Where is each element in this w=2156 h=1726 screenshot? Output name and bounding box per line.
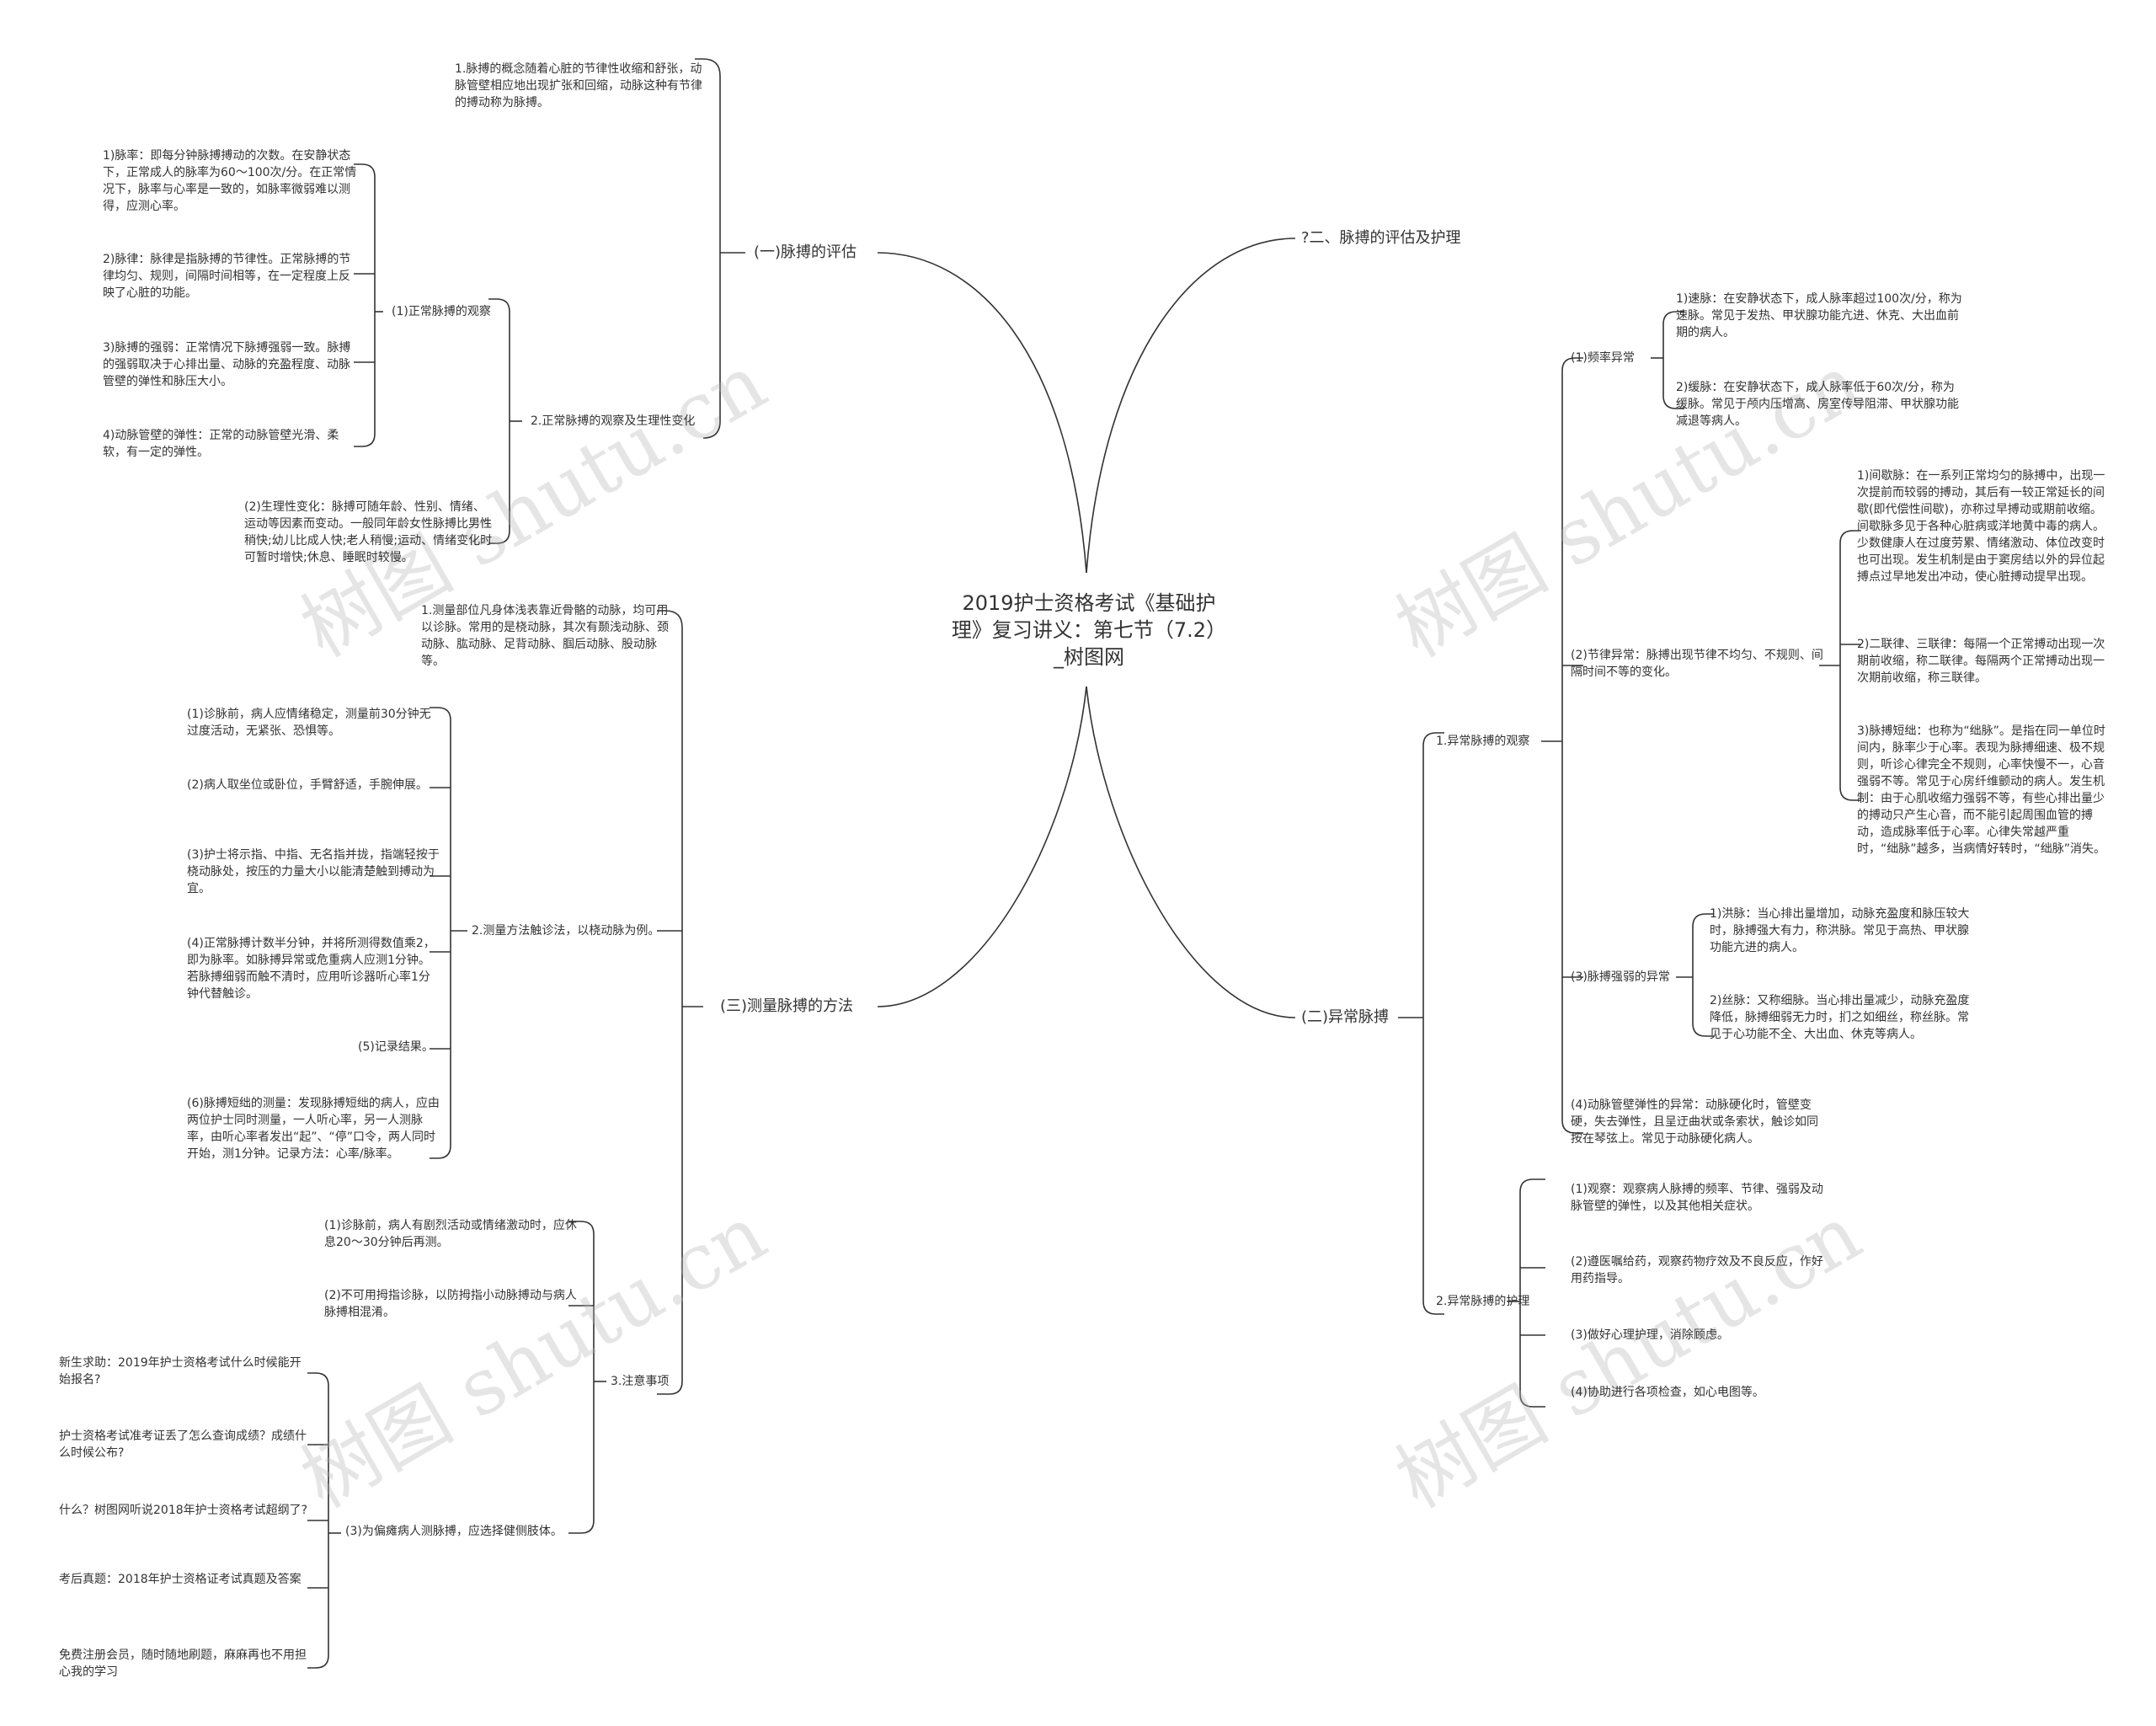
method-step-2[interactable]: (2)病人取坐位或卧位，手臂舒适，手腕伸展。	[187, 778, 428, 792]
topic-abnormal-pulse[interactable]: (二)异常脉搏	[1301, 1008, 1390, 1026]
normal-pulse-observation[interactable]: (1)正常脉搏的观察	[392, 305, 491, 318]
bigeminy-trigeminy[interactable]: 2)二联律、三联律：每隔一个正常搏动出现一次期前收缩，称二联律。每隔两个正常搏动…	[1857, 638, 2105, 685]
pulse-rate[interactable]: 1)脉率：即每分钟脉搏搏动的次数。在安静状态下，正常成人的脉率为60～100次/…	[103, 149, 357, 213]
bradycardia[interactable]: 2)缓脉：在安静状态下，成人脉率低于60次/分，称为缓脉。常见于颅内压增高、房室…	[1676, 381, 1959, 428]
method-step-4[interactable]: (4)正常脉搏计数半分钟，并将所测得数值乘2，即为脉率。如脉搏异常或危重病人应测…	[187, 937, 435, 1001]
link-root-b1-right	[1086, 238, 1296, 574]
tachycardia[interactable]: 1)速脉：在安静状态下，成人脉率超过100次/分，称为速脉。常见于发热、甲状腺功…	[1676, 292, 1962, 339]
care-2[interactable]: (2)遵医嘱给药，观察药物疗效及不良反应，作好用药指导。	[1571, 1255, 1823, 1285]
topic-pulse-assessment[interactable]: (一)脉搏的评估	[754, 243, 857, 261]
precaution-3[interactable]: (3)为偏瘫病人测脉搏，应选择健侧肢体。	[345, 1525, 563, 1538]
rate-abnormal[interactable]: (1)频率异常	[1571, 351, 1635, 365]
related-link-3[interactable]: 什么？树图网听说2018年护士资格考试超纲了?	[59, 1504, 308, 1517]
care-3[interactable]: (3)做好心理护理，消除顾虑。	[1571, 1328, 1729, 1342]
physiological-change[interactable]: (2)生理性变化：脉搏可随年龄、性别、情绪、运动等因素而变动。一般同年龄女性脉搏…	[244, 500, 493, 564]
link-root-b1-left	[877, 252, 1087, 574]
care-1[interactable]: (1)观察：观察病人脉搏的频率、节律、强弱及动脉管壁的弹性，以及其他相关症状。	[1571, 1183, 1823, 1213]
measurement-method[interactable]: 2.测量方法触诊法，以桡动脉为例。	[472, 924, 660, 938]
topic-pulse-measurement[interactable]: (三)测量脉搏的方法	[720, 997, 854, 1015]
artery-elasticity[interactable]: 4)动脉管壁的弹性：正常的动脉管壁光滑、柔软，有一定的弹性。	[103, 429, 339, 459]
precaution-2[interactable]: (2)不可用拇指诊脉，以防拇指小动脉搏动与病人脉搏相混淆。	[324, 1289, 577, 1319]
artery-elasticity-abnormal[interactable]: (4)动脉管壁弹性的异常：动脉硬化时，管壁变硬，失去弹性，且呈迂曲状或条索状，触…	[1571, 1098, 1818, 1146]
topic-pulse-assessment-care[interactable]: ?二、脉搏的评估及护理	[1301, 229, 1461, 247]
related-link-1[interactable]: 新生求助：2019年护士资格考试什么时候能开始报名?	[59, 1356, 302, 1387]
intermittent-pulse[interactable]: 1)间歇脉：在一系列正常均匀的脉搏中，出现一次提前而较弱的搏动，其后有一较正常延…	[1857, 469, 2105, 584]
pulse-strength[interactable]: 3)脉搏的强弱：正常情况下脉搏强弱一致。脉搏的强弱取决于心排出量、动脉的充盈程度…	[103, 341, 351, 388]
measurement-site[interactable]: 1.测量部位凡身体浅表靠近骨骼的动脉，均可用以诊脉。常用的是桡动脉，其次有颞浅动…	[421, 604, 669, 668]
bounding-pulse[interactable]: 1)洪脉：当心排出量增加，动脉充盈度和脉压较大时，脉搏强大有力，称洪脉。常见于高…	[1710, 907, 1970, 954]
method-step-6[interactable]: (6)脉搏短绌的测量：发现脉搏短绌的病人，应由两位护士同时测量，一人听心率，另一…	[187, 1097, 440, 1161]
related-link-5[interactable]: 免费注册会员，随时随地刷题，麻麻再也不用担心我的学习	[59, 1649, 307, 1679]
related-link-2[interactable]: 护士资格考试准考证丢了怎么查询成绩？成绩什么时候公布?	[59, 1429, 307, 1460]
normal-pulse-observation-and-change[interactable]: 2.正常脉搏的观察及生理性变化	[531, 414, 696, 428]
pulse-deficit[interactable]: 3)脉搏短绌：也称为“绌脉”。是指在同一单位时间内，脉率少于心率。表现为脉搏细速…	[1857, 724, 2106, 856]
precautions[interactable]: 3.注意事项	[611, 1375, 670, 1388]
precaution-1[interactable]: (1)诊脉前，病人有剧烈活动或情绪激动时，应休息20～30分钟后再测。	[324, 1219, 577, 1249]
rhythm-abnormal[interactable]: (2)节律异常：脉搏出现节律不均匀、不规则、间隔时间不等的变化。	[1571, 649, 1823, 679]
method-step-5[interactable]: (5)记录结果。	[358, 1040, 434, 1054]
method-step-1[interactable]: (1)诊脉前，病人应情绪稳定，测量前30分钟无过度活动，无紧张、恐惧等。	[187, 708, 431, 738]
link-root-b2-left	[877, 686, 1087, 1007]
abnormal-pulse-observation[interactable]: 1.异常脉搏的观察	[1436, 735, 1530, 748]
method-step-3[interactable]: (3)护士将示指、中指、无名指并拢，指端轻按于桡动脉处，按压的力量大小以能清楚触…	[187, 848, 440, 895]
root-topic[interactable]: 2019护士资格考试《基础护理》复习讲义：第七节（7.2）_树图网	[951, 591, 1227, 669]
abnormal-pulse-care[interactable]: 2.异常脉搏的护理	[1436, 1295, 1530, 1308]
related-link-4[interactable]: 考后真题：2018年护士资格证考试真题及答案	[59, 1573, 302, 1586]
link-root-b2-right	[1086, 686, 1296, 1018]
pulse-concept[interactable]: 1.脉搏的概念随着心脏的节律性收缩和舒张，动脉管壁相应地出现扩张和回缩，动脉这种…	[455, 62, 702, 110]
strength-abnormal[interactable]: (3)脉搏强弱的异常	[1571, 970, 1670, 984]
care-4[interactable]: (4)协助进行各项检查，如心电图等。	[1571, 1386, 1764, 1399]
pulse-rhythm[interactable]: 2)脉律：脉律是指脉搏的节律性。正常脉搏的节律均匀、规则，间隔时间相等，在一定程…	[103, 253, 351, 300]
thready-pulse[interactable]: 2)丝脉：又称细脉。当心排出量减少，动脉充盈度降低，脉搏细弱无力时，扪之如细丝，…	[1710, 994, 1970, 1041]
